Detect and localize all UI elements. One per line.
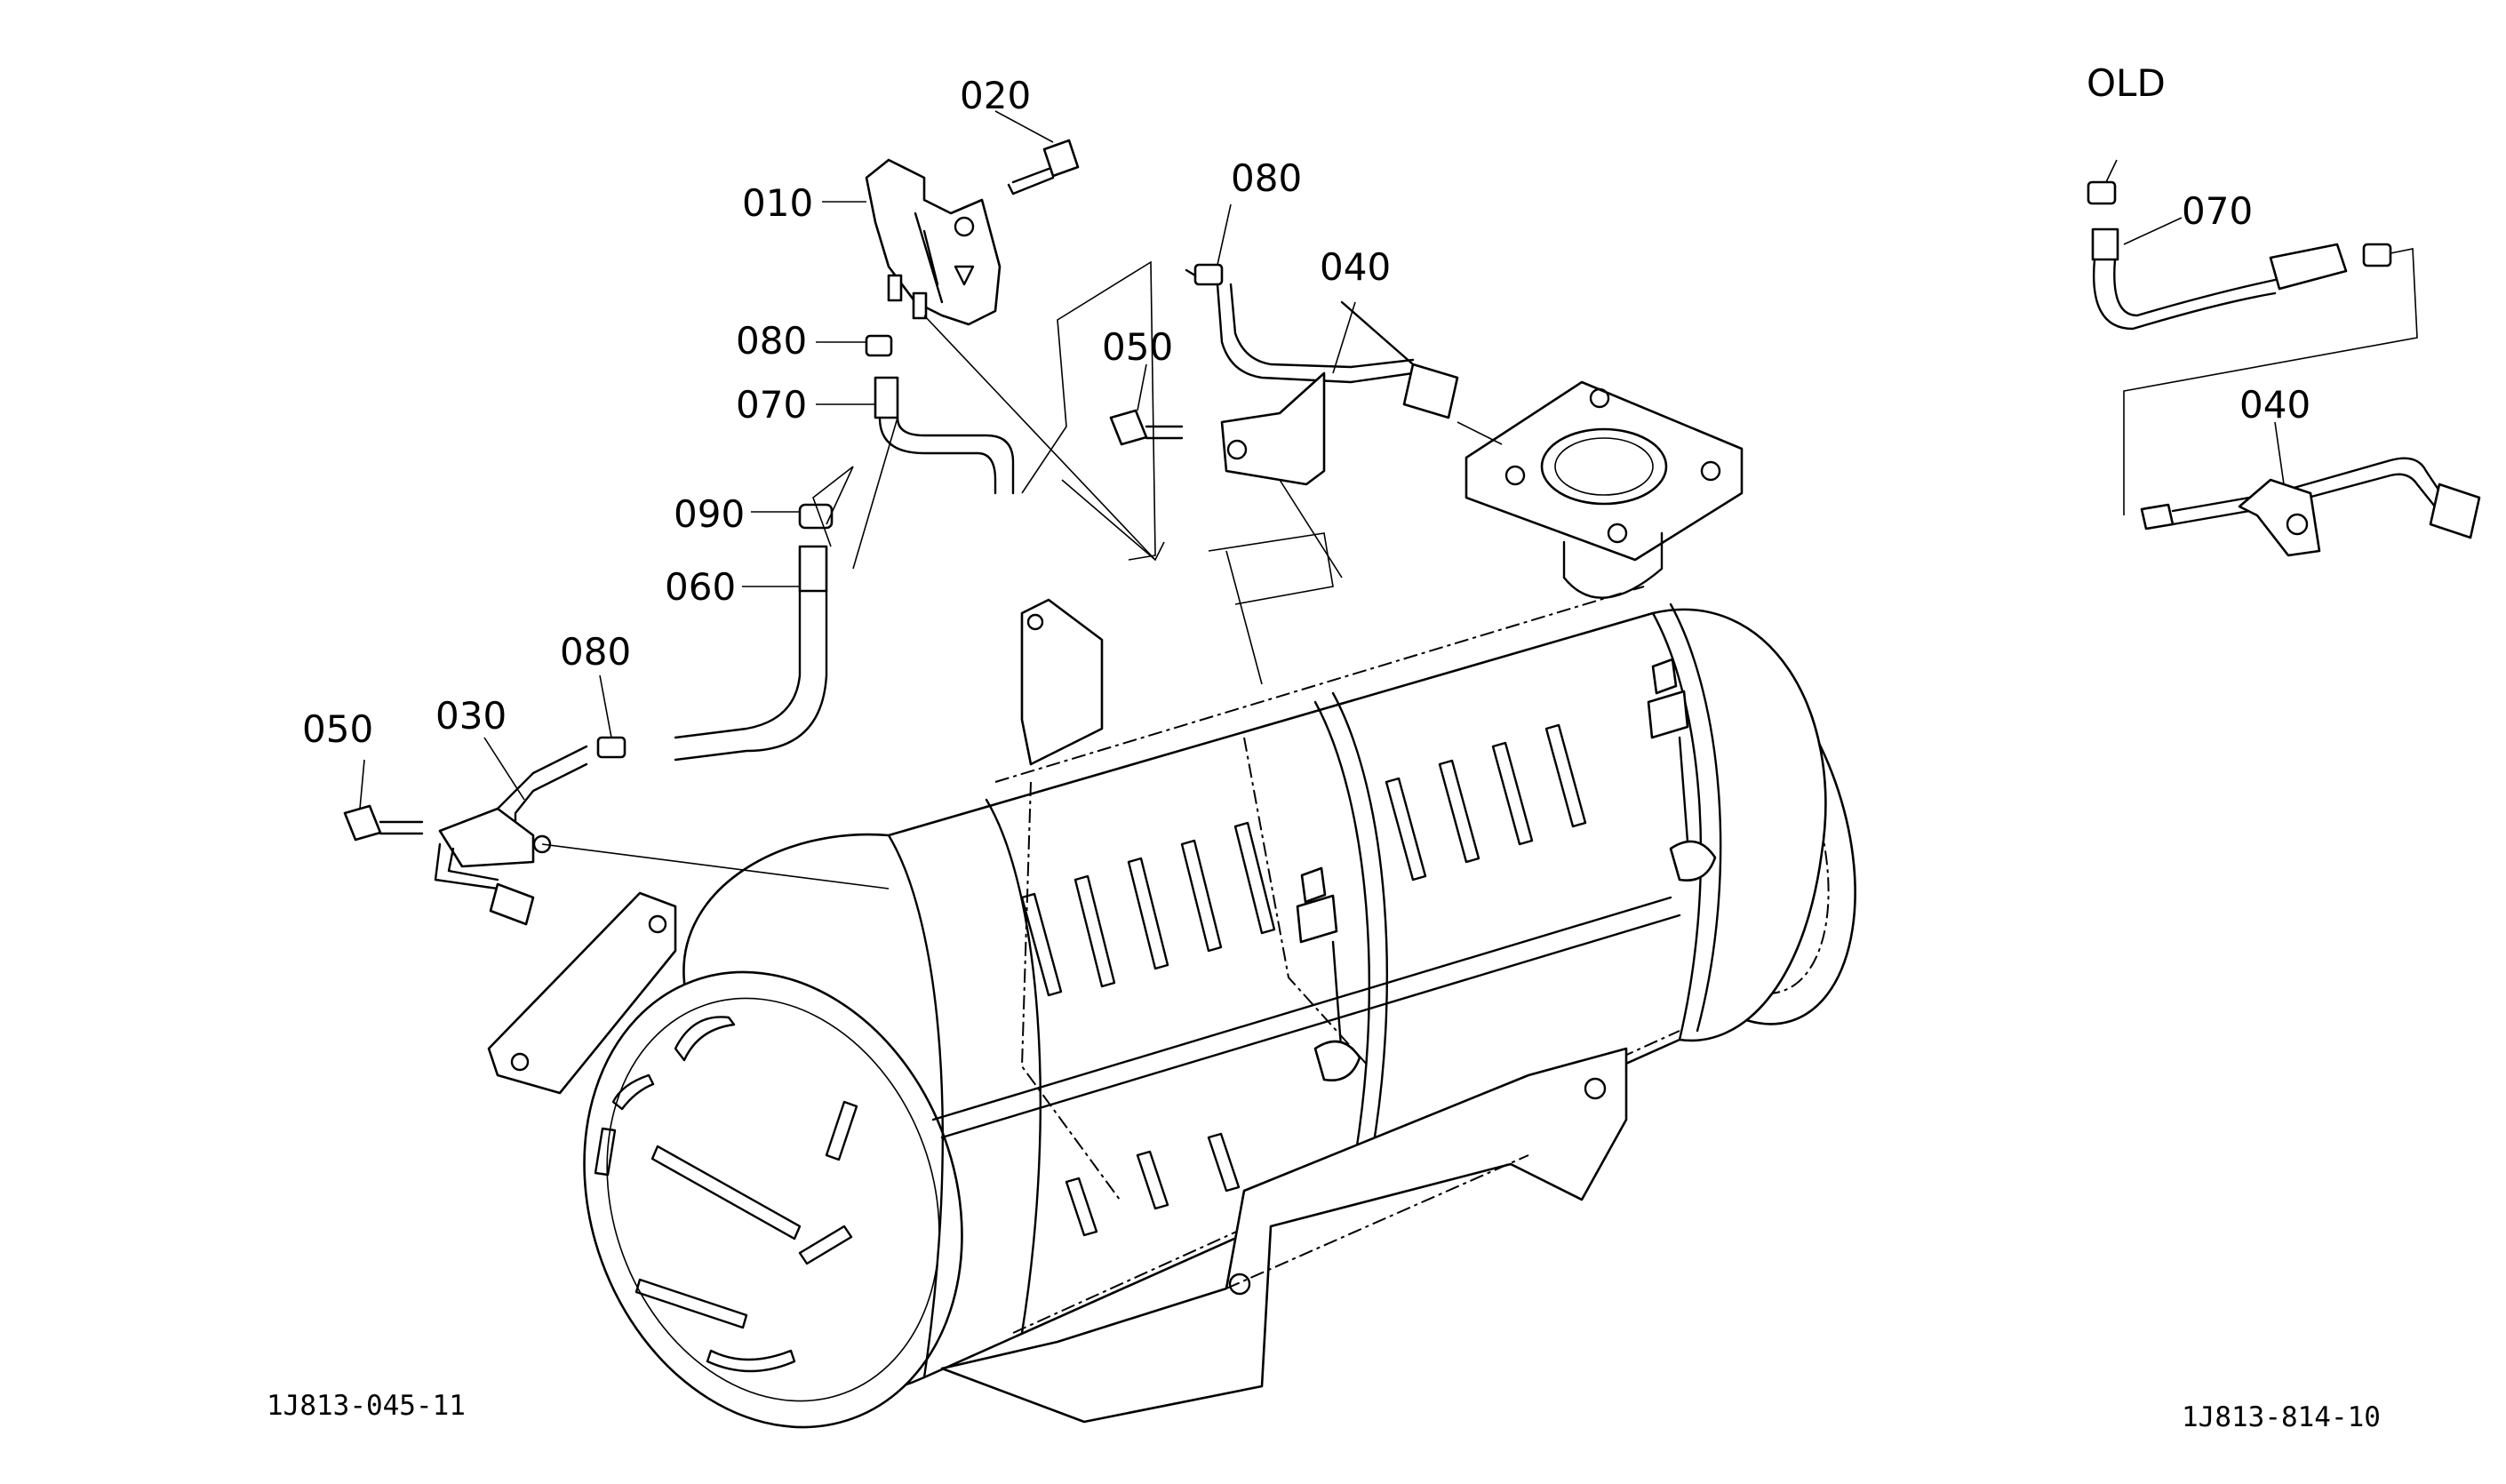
- part-050-bolt-left: [343, 804, 424, 842]
- callout-040: 040: [1320, 245, 1391, 289]
- callout-050-left: 050: [302, 707, 373, 751]
- part-080-clamp-top: [1185, 263, 1224, 286]
- mount-bracket-bottom: [940, 1047, 1628, 1424]
- old-inset: OLD 070 040: [2087, 61, 2481, 557]
- old-callout-040: 040: [2239, 383, 2310, 427]
- outlet-flange: [1464, 380, 1744, 599]
- callout-030: 030: [435, 694, 507, 738]
- part-040-pipe: [1216, 283, 1459, 486]
- drawing-code-right: 1J813-814-10: [2182, 1401, 2381, 1433]
- old-inset-title: OLD: [2087, 61, 2166, 105]
- part-020-bolt: [1007, 139, 1080, 195]
- part-010-pressure-sensor: [865, 158, 1002, 326]
- drawing-code-left: 1J813-045-11: [267, 1390, 466, 1422]
- callout-090: 090: [674, 492, 745, 536]
- part-050-bolt-mid: [1109, 409, 1184, 446]
- part-070-hose: [874, 376, 1015, 495]
- callout-060: 060: [665, 565, 736, 609]
- callout-080-top: 080: [1231, 156, 1302, 200]
- old-clamp-right: [2362, 243, 2392, 267]
- old-callout-070: 070: [2182, 189, 2253, 233]
- old-clamp-top: [2087, 180, 2117, 205]
- callout-080-mid: 080: [736, 319, 807, 363]
- exhaust-canister: [583, 586, 1856, 1429]
- upper-bracket: [1020, 598, 1104, 766]
- callout-070: 070: [736, 383, 807, 427]
- part-080-clamp-mid: [865, 334, 893, 357]
- leader-lines: [541, 260, 1503, 890]
- part-080-clamp-left: [596, 736, 626, 759]
- callout-080-left: 080: [560, 630, 631, 674]
- callout-010: 010: [742, 181, 813, 225]
- sensor-ports: [1296, 658, 1717, 1082]
- callout-050-mid: 050: [1102, 325, 1173, 369]
- callout-020: 020: [960, 74, 1031, 117]
- part-030-pipe: [434, 745, 588, 926]
- inlet-flange: [487, 891, 677, 1095]
- part-060-hose: [674, 545, 828, 762]
